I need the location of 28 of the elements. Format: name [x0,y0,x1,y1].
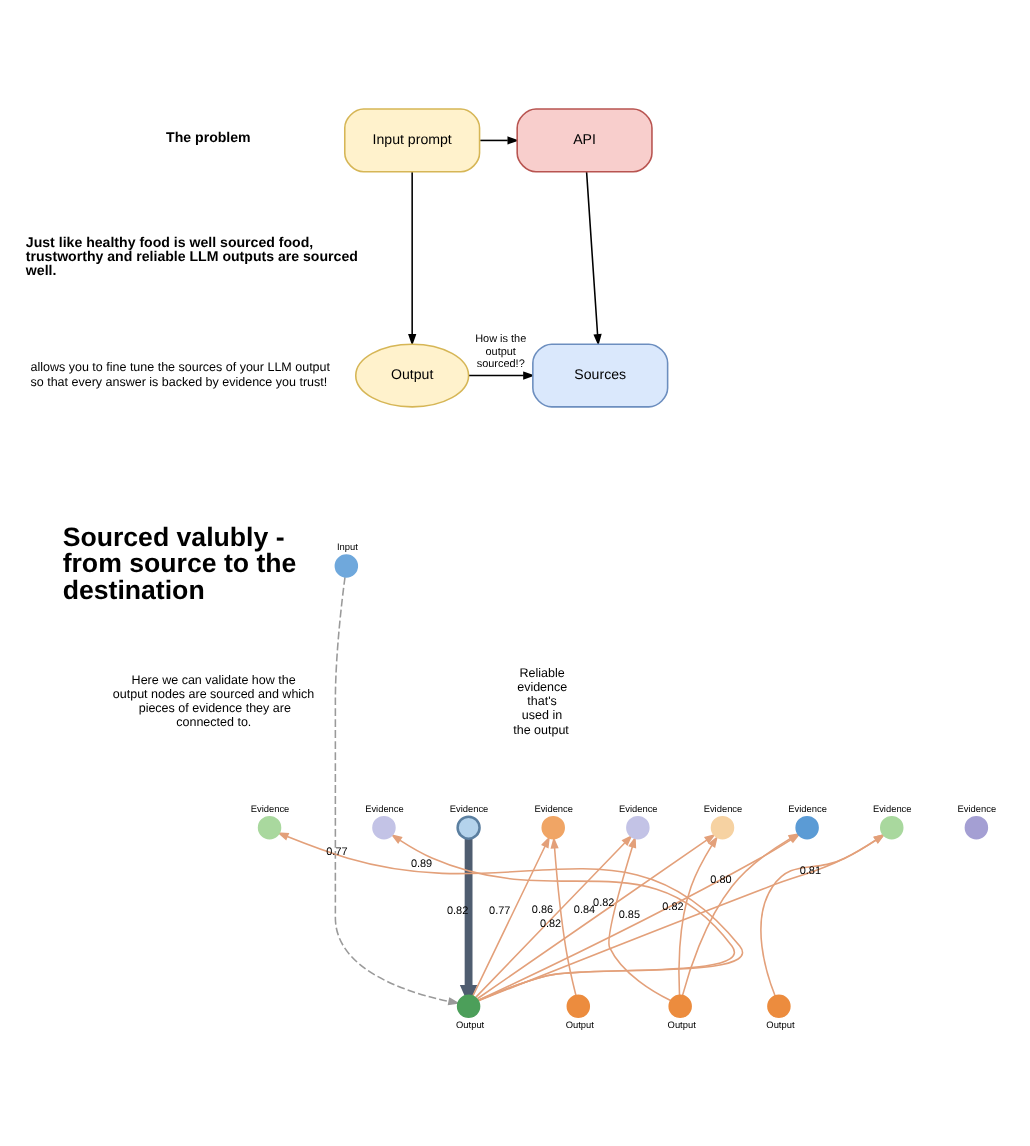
arrow [584,171,601,346]
node-circle [709,815,734,840]
arrow [471,836,549,997]
node-circle [333,554,358,578]
node-circle [766,994,790,1019]
label: Sourced valubly - from source to the destination [61,521,296,606]
node-circle [540,815,564,840]
node-circle [625,815,649,840]
arrow [389,834,735,1002]
arrow [607,836,671,1002]
arrow [478,136,519,145]
node-circle [256,815,281,840]
node-circle [667,994,691,1019]
node-circle [794,815,818,840]
node-circle [565,994,590,1019]
node-circle [455,994,480,1019]
arrow [677,835,717,997]
arrow [275,832,743,1002]
node-circle [879,815,903,840]
arrow [466,371,534,380]
node-circle [371,815,395,840]
arrow [549,836,576,997]
node-circle [455,815,480,840]
arrow [333,576,459,1006]
arrow [475,833,715,1000]
node-circle [963,815,988,840]
arrow [407,171,416,346]
arrow [473,834,632,999]
